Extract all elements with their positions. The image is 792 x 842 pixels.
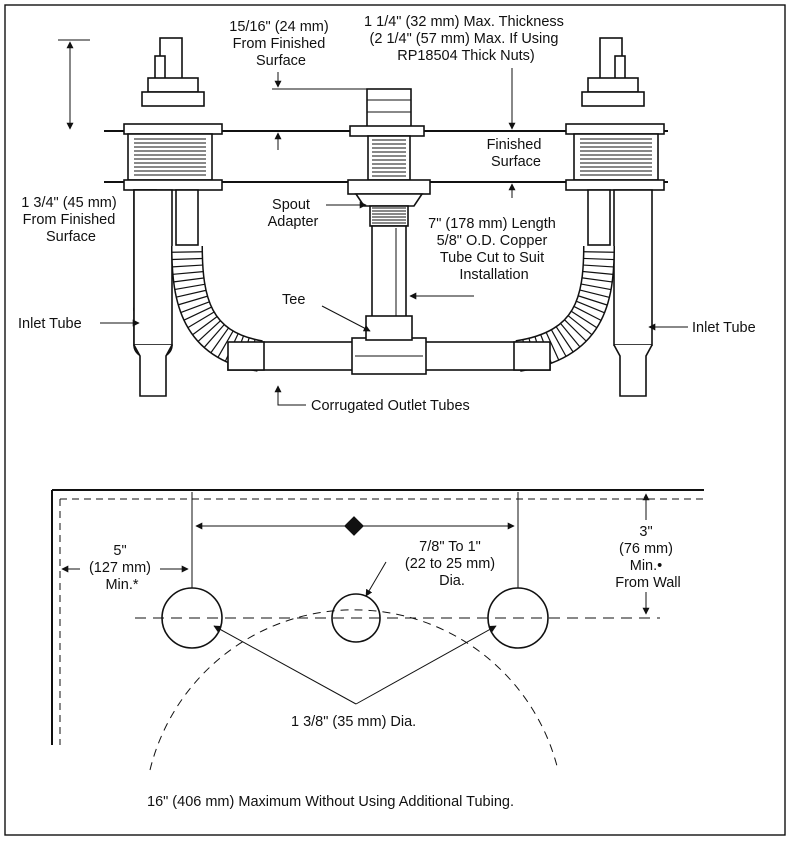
copper-tube	[371, 225, 407, 319]
inlet-tube-right-label: Inlet Tube	[692, 320, 756, 336]
top-dim-left-label: 15/16" (24 mm) From Finished Surface	[229, 19, 332, 69]
right-hole-leader	[355, 625, 497, 705]
left-valve-body	[123, 37, 223, 397]
max-spread-arc	[149, 609, 559, 771]
spout-adapter-label: Spout Adapter	[268, 197, 319, 230]
page-frame	[4, 4, 786, 836]
tee-label: Tee	[282, 292, 305, 308]
tee-leader	[321, 305, 371, 332]
tee-fitting	[227, 315, 551, 375]
diamond-symbol	[344, 516, 364, 536]
spout-hole-label: 7/8" To 1" (22 to 25 mm) Dia.	[405, 539, 499, 589]
wall-clearance-label: 3" (76 mm) Min.• From Wall	[615, 524, 681, 591]
max-spread-label: 16" (406 mm) Maximum Without Using Addit…	[147, 794, 514, 810]
right-valve-body	[565, 37, 665, 397]
spout-adapter	[347, 88, 431, 227]
copper-tube-label: 7" (178 mm) Length 5/8" O.D. Copper Tube…	[428, 216, 560, 283]
left-hole-leader	[213, 625, 357, 705]
left-dim-label: 1 3/4" (45 mm) From Finished Surface	[21, 195, 120, 245]
spout-hole-leader	[365, 561, 387, 597]
corrugated-leader	[274, 385, 306, 406]
hole-layout-drawing: 5" (127 mm) Min.* 7/8" To 1" (22 to 25 m…	[51, 489, 704, 810]
corrugated-outlet-tubes-label: Corrugated Outlet Tubes	[311, 398, 470, 414]
handle-hole-label: 1 3/8" (35 mm) Dia.	[291, 714, 416, 730]
top-assembly-drawing: 15/16" (24 mm) From Finished Surface 1 1…	[18, 14, 756, 414]
inlet-tube-left-label: Inlet Tube	[18, 316, 82, 332]
side-clearance-label: 5" (127 mm) Min.*	[89, 543, 155, 593]
finished-surface-label: Finished Surface	[487, 137, 546, 170]
top-dim-right-label: 1 1/4" (32 mm) Max. Thickness (2 1/4" (5…	[364, 14, 568, 64]
